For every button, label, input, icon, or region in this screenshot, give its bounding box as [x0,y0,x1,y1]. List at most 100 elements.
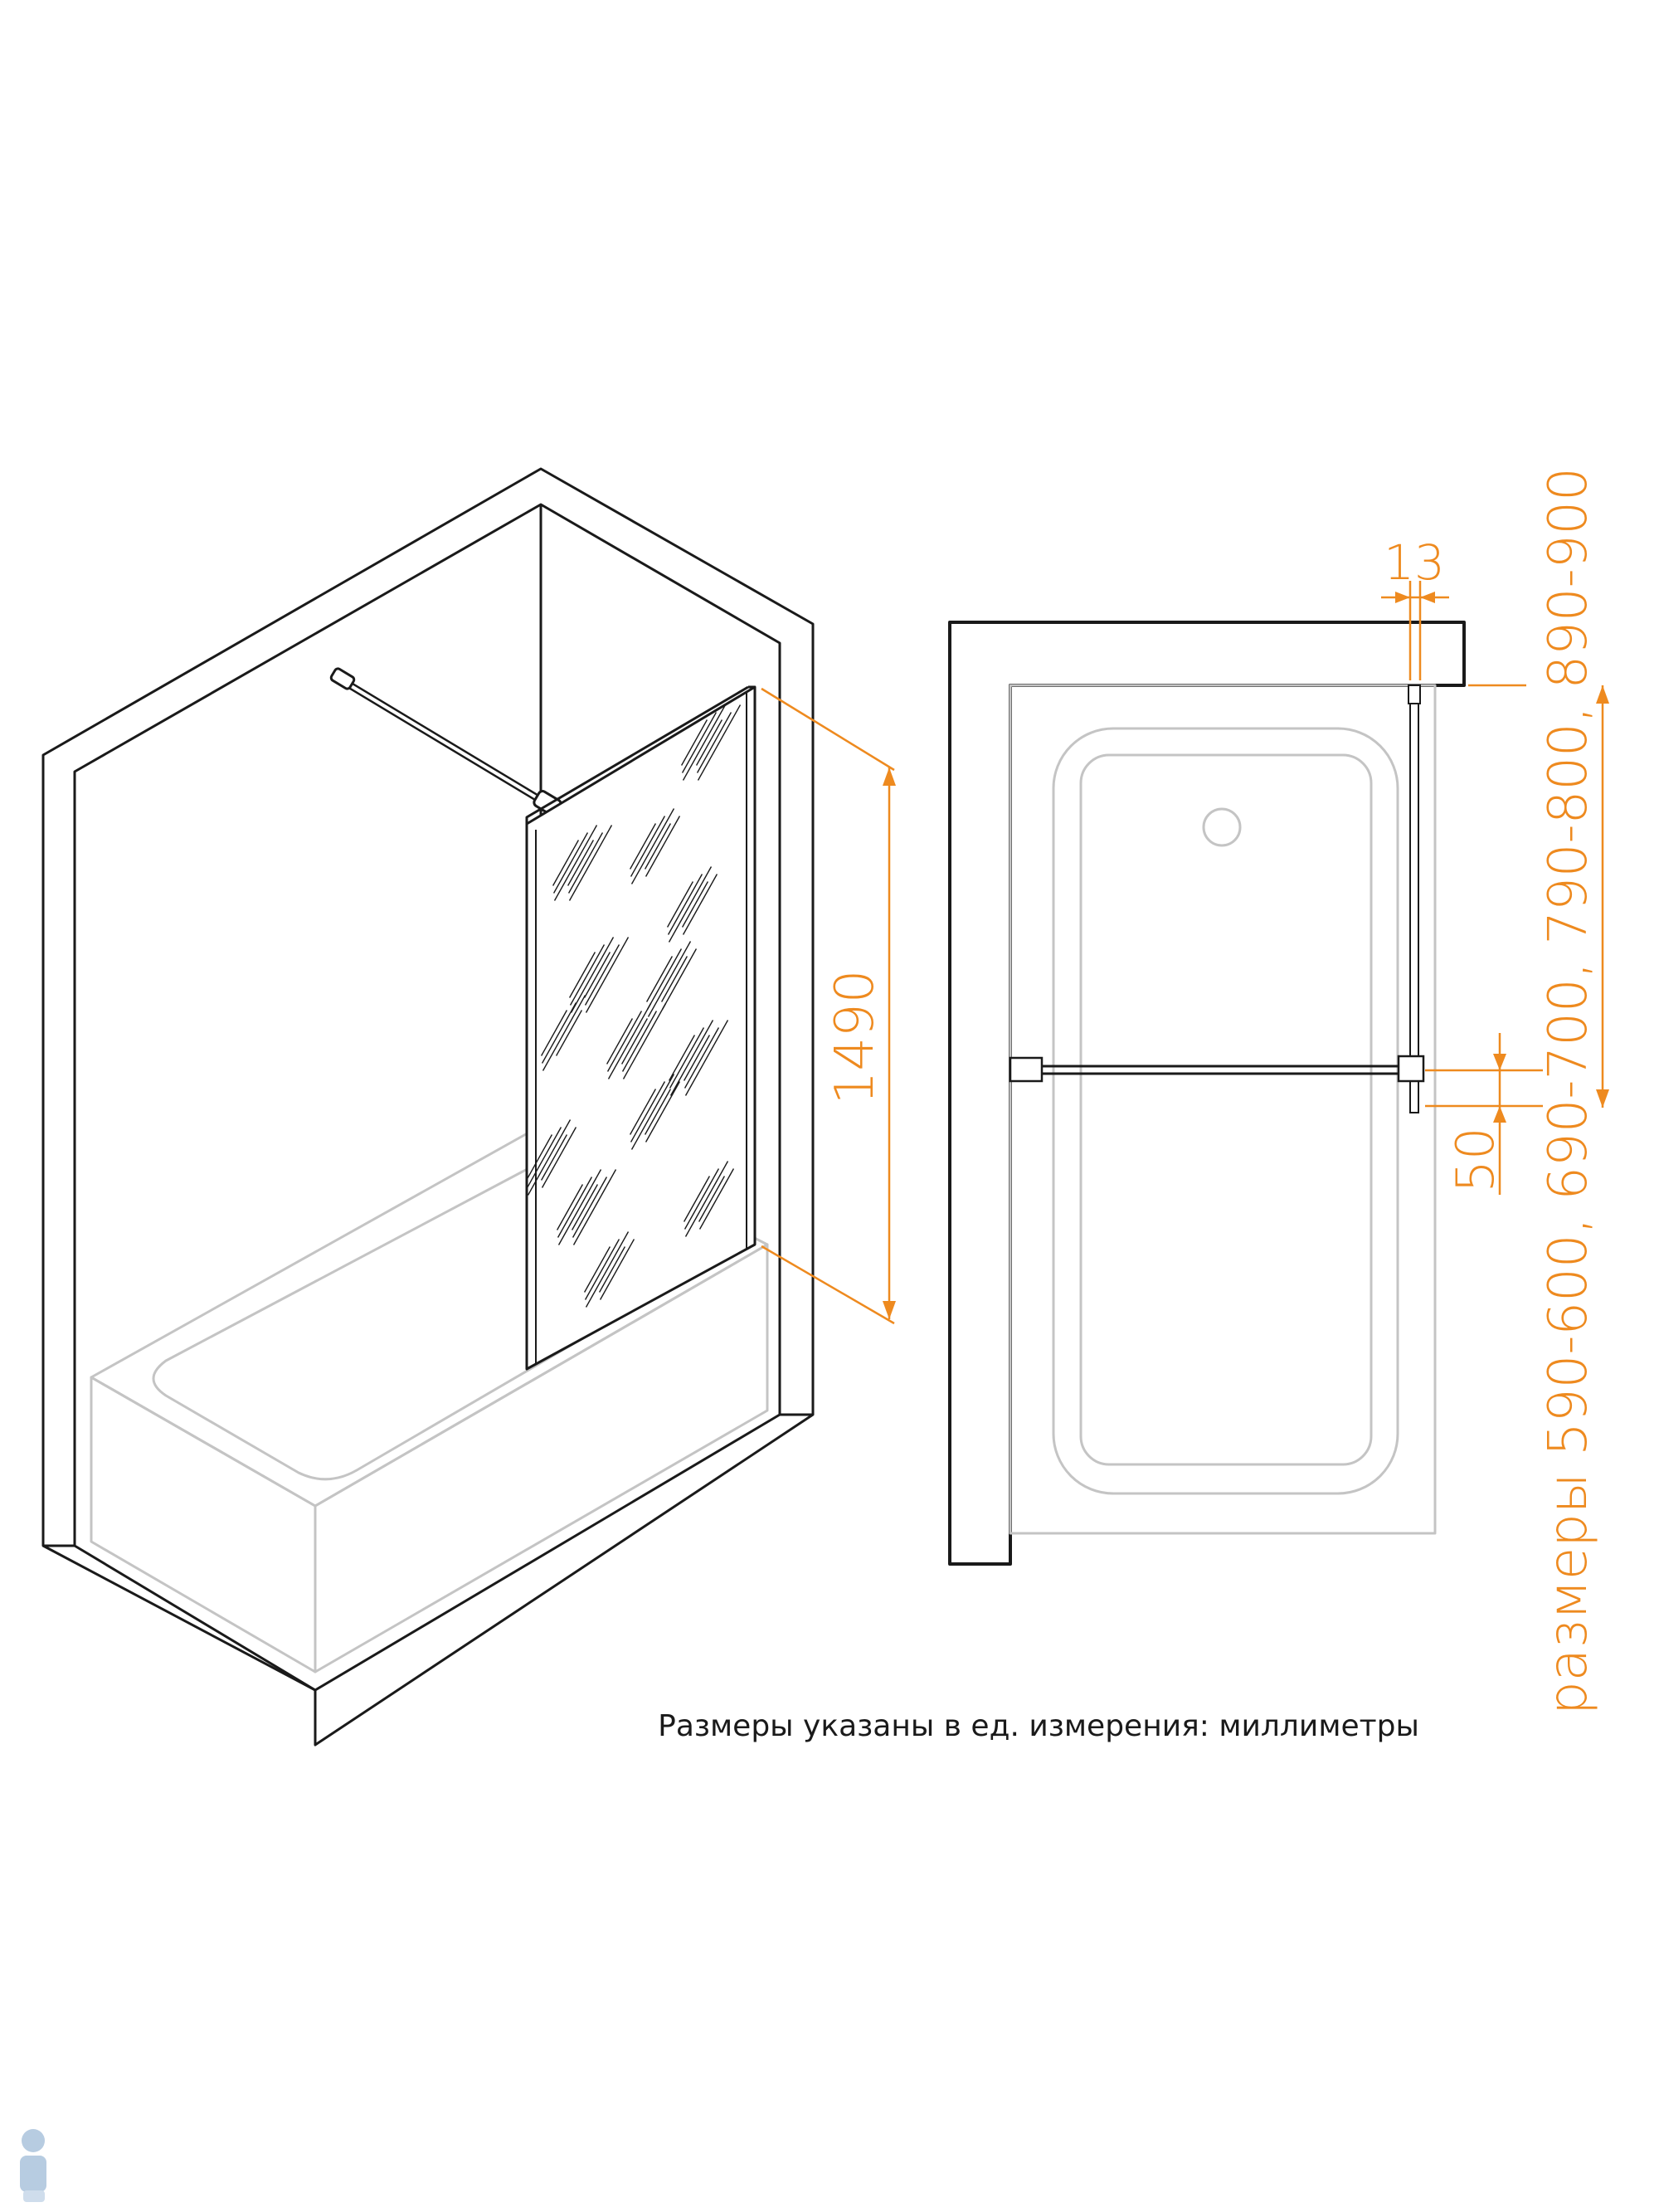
glass-hatch-stroke [567,832,604,894]
glass-hatch-stroke [681,881,709,928]
glass-hatch-stroke [684,1020,729,1096]
glass-hatch-stroke [629,1089,657,1135]
glass-hatch-stroke [682,704,727,781]
glass-hatch-stroke [572,1169,617,1245]
glass-hatch-stroke [630,1074,675,1150]
floor-plinth [43,1413,813,1692]
glass-hatch-stroke [585,1231,630,1308]
bar-offset-dimension [1425,1033,1543,1195]
profile-width-label: 13 [1384,534,1445,591]
glass-hatch-stroke [645,1081,681,1143]
glass-hatch-stroke [540,1134,568,1181]
glass-hatch-stroke [660,956,688,1002]
glass-hatch-stroke [568,952,596,998]
glass-hatch-stroke [599,1239,635,1300]
glass-hatch-stroke [684,1161,729,1237]
glass-hatch-stroke [556,1184,584,1230]
stabilizer-bar [329,667,562,816]
glass-hatch-stroke [585,937,630,1013]
wall-outer-contour [41,467,815,1747]
glass-hatch-stroke [555,1010,583,1056]
plan-stabilizer-bar [1009,1055,1425,1083]
glass-hatch-stroke [541,1002,577,1064]
glass-hatch-stroke [669,1027,705,1089]
glass-hatch-stroke [684,1027,720,1089]
glass-hatch-stroke [668,866,713,943]
plan-bathtub-rim [1052,727,1399,1495]
glass-hatch-stroke [668,1035,696,1081]
glass-hatch-stroke [698,1176,726,1222]
glass-hatch-stroke [647,941,692,1017]
glass-hatch-stroke [571,1184,599,1230]
glass-hatch-stroke [540,1010,568,1056]
glass-hatch-stroke [621,1011,658,1072]
glass-hatch-stroke [644,823,672,870]
glass-panel-isometric [525,685,757,1371]
glass-hatch-stroke [646,948,683,1010]
panel-width-sizes-label: размеры 590-600, 690-700, 790-800, 890-9… [1538,467,1599,1715]
height-dimension [761,687,896,1325]
glass-hatch-stroke [568,825,613,901]
glass-hatch-stroke [682,874,718,935]
glass-hatch-stroke [667,874,703,935]
glass-hatch-stroke [669,1020,714,1096]
glass-hatch-stroke [606,1018,634,1065]
plumber-logo-icon [20,2129,46,2202]
glass-hatch-stroke [557,1177,593,1238]
plan-bathtub-basin [1079,753,1373,1466]
glass-hatch-stroke [552,840,580,886]
glass-hatch-stroke [526,1127,562,1188]
glass-hatch-stroke [666,881,694,928]
glass-hatch-stroke [630,1081,666,1143]
glass-hatch-stroke [525,1134,553,1181]
bathtub-front-face [90,1376,317,1674]
glass-hatch-stroke [698,1168,735,1230]
plan-view [948,621,1466,1566]
plan-bathtub-outer [1009,684,1437,1535]
plan-glass-panel [1408,685,1421,1113]
glass-hatch-stroke [696,712,732,773]
glass-hatch-stroke [583,952,611,998]
units-caption: Размеры указаны в ед. измерения: миллиме… [658,1709,1419,1743]
glass-hatch-stroke [622,1003,667,1079]
glass-hatch-stroke [584,944,620,1006]
height-dimension-label: 1490 [825,970,886,1105]
glass-hatch-stroke [552,832,589,894]
glass-hatch-stroke [684,1168,720,1230]
glass-hatch-stroke [541,1127,577,1188]
glass-hatch-stroke [598,1246,626,1293]
glass-hatch-stroke [630,816,666,877]
profile-width-dimension [1381,581,1449,680]
bar-offset-label: 50 [1445,1128,1506,1193]
glass-hatch-stroke [680,719,708,766]
glass-hatch-stroke [584,1239,620,1300]
plan-drain-icon [1202,807,1242,847]
glass-hatch-stroke [683,1035,711,1081]
isometric-view [41,467,815,1747]
glass-hatch-stroke [620,1018,649,1065]
bathtub-top-rim [90,1125,769,1508]
glass-hatch-stroke [606,1011,643,1072]
glass-hatch-stroke [681,712,718,773]
glass-hatch-stroke [644,1089,672,1135]
bar-wall-mount [329,667,356,690]
glass-hatch-stroke [683,1176,711,1222]
glass-hatch-stroke [572,1177,608,1238]
glass-hatch-stroke [661,948,698,1010]
panel-width-dimension [1468,684,1609,1108]
glass-hatch-stroke [553,825,598,901]
glass-hatch-stroke [629,823,657,870]
glass-hatch-stroke [542,995,586,1071]
glass-hatch-stroke [569,944,606,1006]
glass-hatch-stroke [695,719,723,766]
glass-hatch-stroke [645,816,681,877]
glass-hatch-stroke [583,1246,611,1293]
plan-wall [948,621,1466,1566]
glass-hatch-stroke [645,956,674,1002]
glass-hatch-stroke [567,840,595,886]
glass-hatch-stroke [570,937,615,1013]
glass-hatch-stroke [630,808,675,884]
glass-hatch-stroke [557,1169,602,1245]
glass-reflection-hatching [525,704,742,1308]
